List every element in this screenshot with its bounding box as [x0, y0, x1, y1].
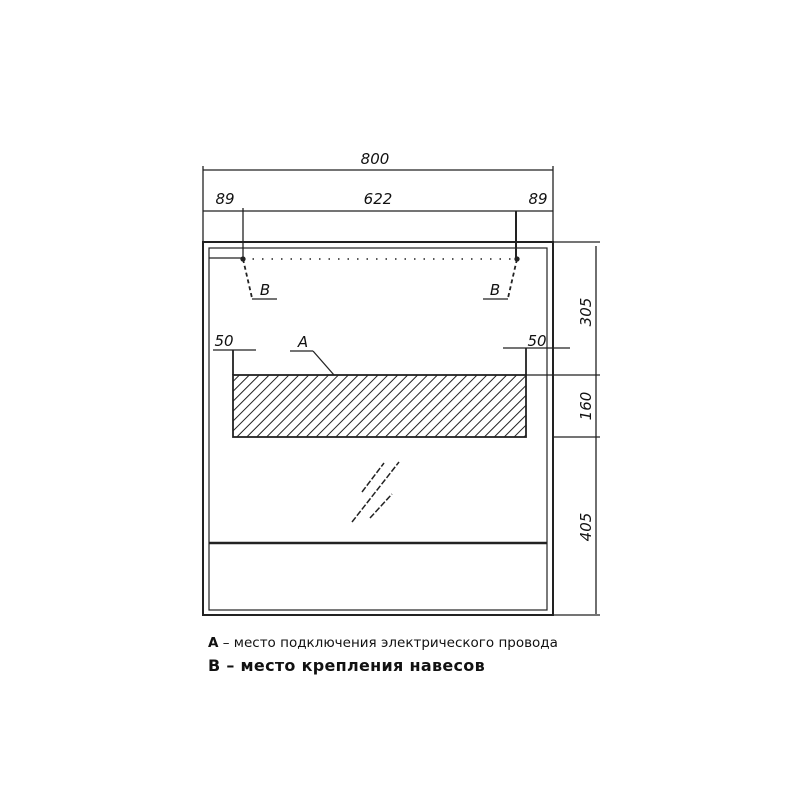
dim-305: 305 — [577, 298, 595, 327]
marker-b-right: B — [490, 281, 500, 299]
glass-reflection-icon — [351, 461, 400, 523]
dim-89-left: 89 — [215, 190, 234, 208]
cabinet-inner-frame — [208, 247, 548, 611]
dim-160: 160 — [577, 392, 595, 421]
legend-item-a: A – место подключения электрического про… — [208, 635, 558, 651]
dim-622: 622 — [364, 190, 393, 208]
dim-800: 800 — [361, 150, 390, 168]
marker-a: A — [297, 333, 308, 351]
dim-405: 405 — [577, 513, 595, 542]
dim-50-left: 50 — [214, 332, 233, 350]
dim-89-right: 89 — [528, 190, 547, 208]
legend-item-b: B – место крепления навесов — [208, 656, 485, 675]
legend-text: – место крепления навесов — [220, 656, 486, 675]
cabinet-outer-frame — [202, 241, 554, 616]
legend-key: A — [208, 635, 219, 651]
dim-50-right: 50 — [527, 332, 546, 350]
electrical-connection-zone — [232, 374, 527, 438]
legend-key: B — [208, 656, 221, 675]
marker-b-left: B — [260, 281, 270, 299]
legend-text: – место подключения электрического прово… — [218, 635, 558, 651]
